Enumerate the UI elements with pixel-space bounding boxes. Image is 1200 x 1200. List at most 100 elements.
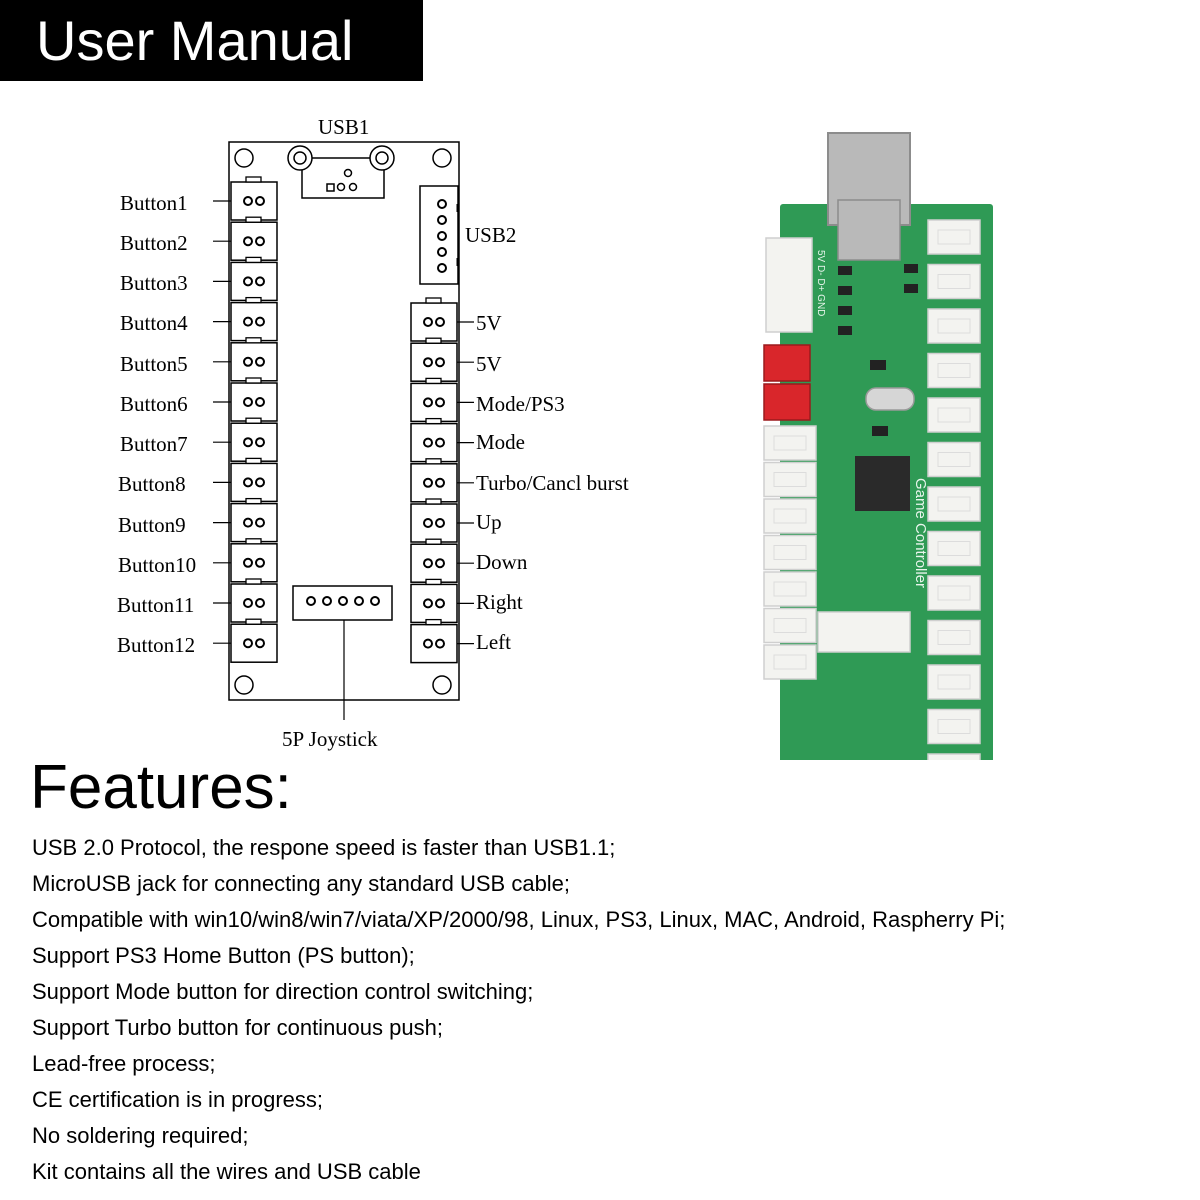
connector-pin — [255, 477, 265, 488]
left-labels: Button1 Button2 Button3 Button4 Button5 … — [117, 191, 196, 657]
connector-pin — [255, 517, 265, 528]
usb2-label: USB2 — [465, 223, 516, 247]
button7-label: Button7 — [120, 432, 188, 456]
usb-b-port-body — [837, 199, 901, 261]
connector-pin — [243, 598, 253, 608]
connector-pin — [255, 437, 265, 448]
connector-slot — [937, 407, 971, 423]
photo-connector — [763, 571, 817, 607]
red-connector — [763, 344, 811, 382]
photo-connector — [927, 352, 981, 389]
turbo-label: Turbo/Cancl burst — [476, 471, 629, 495]
button1-label: Button1 — [120, 191, 188, 215]
feature-item: Kit contains all the wires and USB cable — [32, 1159, 421, 1184]
mode-ps3-label: Mode/PS3 — [476, 392, 565, 416]
connector-slot — [937, 719, 971, 734]
connector-key — [245, 377, 262, 384]
joystick-pin — [306, 596, 316, 606]
connector-pin — [423, 357, 433, 368]
connector-slot — [937, 452, 971, 467]
button10-label: Button10 — [118, 553, 196, 577]
button-connector — [230, 422, 278, 462]
connector-pin — [255, 638, 265, 649]
function-connector — [410, 342, 458, 382]
connector-pin — [243, 236, 253, 247]
joystick-pin — [322, 596, 332, 606]
usb2-header — [765, 237, 813, 333]
usb1-mount — [369, 145, 395, 171]
joystick-pin — [370, 596, 380, 606]
connector-slot — [937, 541, 971, 556]
feature-item: No soldering required; — [32, 1123, 249, 1148]
photo-left-connectors — [763, 425, 817, 680]
button11-label: Button11 — [117, 593, 194, 617]
connector-key — [425, 538, 442, 545]
connector-pin — [255, 356, 265, 367]
connector-key — [425, 498, 442, 505]
button9-label: Button9 — [118, 513, 186, 537]
button-connector — [230, 261, 278, 302]
feature-item: USB 2.0 Protocol, the respone speed is f… — [32, 835, 616, 860]
connector-key — [245, 337, 262, 344]
photo-connector — [927, 708, 981, 745]
function-connector — [410, 422, 458, 463]
smd-part — [838, 306, 852, 315]
down-label: Down — [476, 550, 528, 574]
connector-slot — [937, 274, 971, 289]
photo-connector — [927, 619, 981, 656]
smd-part — [838, 326, 852, 335]
function-connector — [410, 543, 458, 583]
connector-slot — [937, 630, 971, 645]
connector-key — [245, 618, 262, 625]
button2-label: Button2 — [120, 231, 188, 255]
connector-slot — [773, 654, 807, 670]
connector-pin — [243, 196, 253, 206]
usb1-connector — [301, 157, 385, 199]
connector-pin — [435, 397, 445, 408]
smd-part — [870, 360, 886, 370]
button-connector — [230, 623, 278, 663]
feature-item: MicroUSB jack for connecting any standar… — [32, 871, 571, 896]
connector-slot — [773, 472, 807, 487]
photo-connector — [927, 308, 981, 344]
connector-pin — [423, 598, 433, 609]
connector-slot — [937, 363, 971, 378]
smd-part — [904, 284, 918, 293]
smd-part — [872, 426, 888, 436]
connector-key — [425, 458, 442, 465]
5v-label: 5V — [476, 311, 502, 335]
connector-slot — [937, 585, 971, 601]
button-connector — [230, 382, 278, 422]
board-text: Game Controller — [912, 478, 929, 588]
crystal-oscillator — [865, 387, 915, 411]
button-connector — [230, 583, 278, 623]
connector-slot — [773, 581, 807, 597]
connector-slot — [773, 508, 807, 524]
connector-pin — [423, 437, 433, 448]
feature-item: Lead-free process; — [32, 1051, 216, 1076]
mounting-hole — [234, 148, 254, 168]
connector-key — [425, 297, 442, 304]
connector-pin — [255, 276, 265, 287]
connector-slot — [937, 496, 971, 512]
usb2-pin — [437, 199, 447, 209]
joystick-pins — [306, 596, 380, 606]
connector-key — [425, 578, 442, 586]
controller-chip — [855, 456, 910, 511]
mounting-hole — [432, 675, 452, 695]
right-labels: 5V 5V Mode/PS3 Mode Turbo/Cancl burst Up… — [476, 311, 629, 654]
connector-pin — [243, 557, 253, 568]
photo-connector — [927, 530, 981, 567]
function-connector — [410, 302, 458, 342]
usb1-label: USB1 — [318, 115, 369, 139]
board-photo: Game Controller 5V D- D+ GND — [763, 132, 993, 760]
connector-key — [245, 538, 262, 545]
connector-pin — [423, 317, 433, 327]
smd-part — [838, 266, 852, 275]
feature-item: Support Turbo button for continuous push… — [32, 1015, 443, 1040]
connector-pin — [255, 397, 265, 407]
usb2-pin — [437, 231, 447, 241]
photo-connector — [927, 575, 981, 611]
left-label: Left — [476, 630, 511, 654]
button-connector — [230, 221, 278, 261]
